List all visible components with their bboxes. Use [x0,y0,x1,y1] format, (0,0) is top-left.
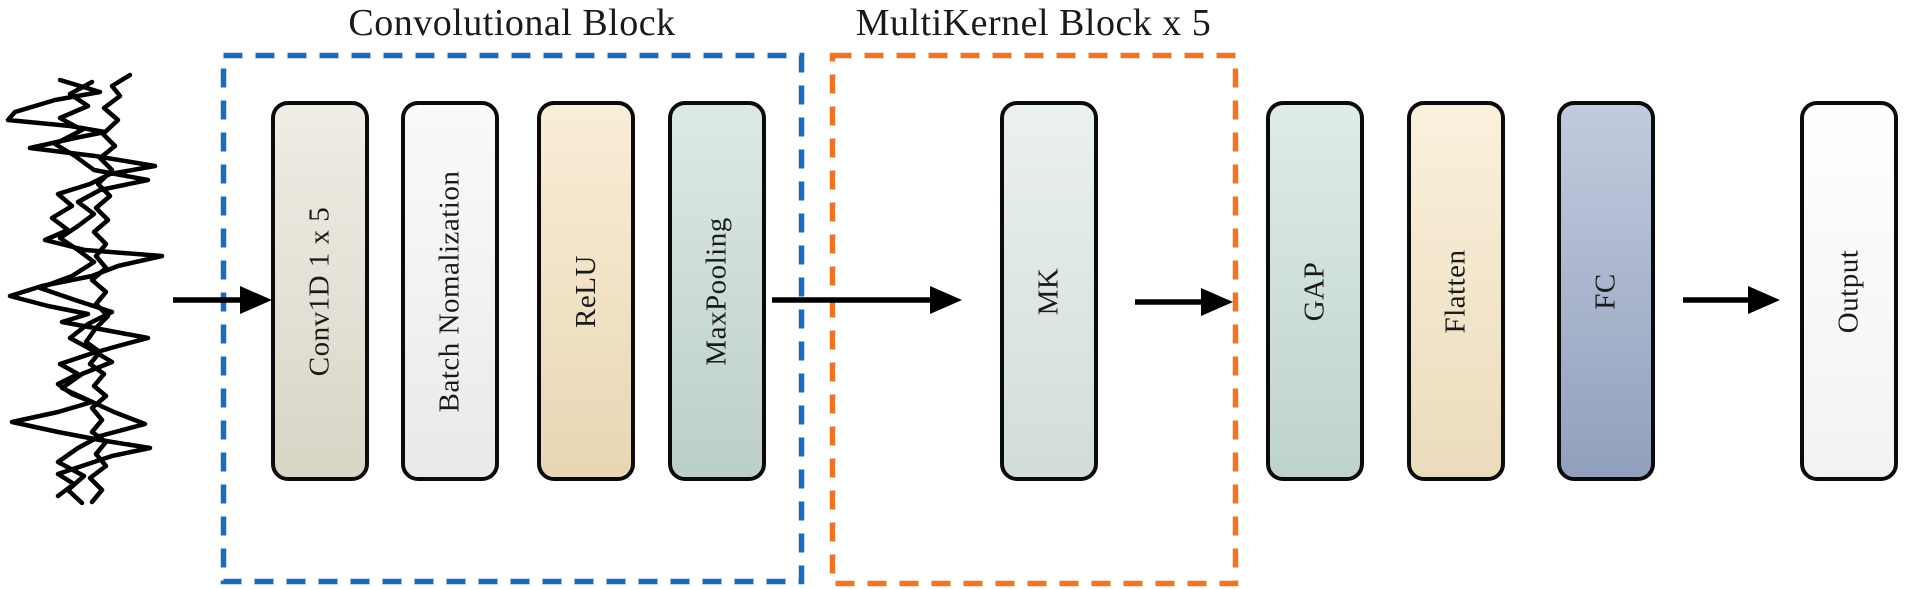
arrow-head [930,286,962,314]
signal-trace [5,77,165,499]
signal-trace [37,79,151,506]
signal-trace [83,72,133,505]
block-label: Output [1832,249,1865,333]
block-label: FC [1589,272,1622,310]
block-conv1d: Conv1D 1 x 5 [271,101,369,481]
arrow-right-icon [173,286,272,314]
block-batch-normalization: Batch Nomalization [401,101,499,481]
block-mk: MK [1000,101,1098,481]
convolutional-block-outline [220,52,805,585]
block-relu: ReLU [537,101,635,481]
block-label: Conv1D 1 x 5 [303,206,336,376]
block-output: Output [1800,101,1898,481]
convolutional-block-title: Convolutional Block [348,2,676,44]
arrow-right-icon [1135,288,1233,316]
block-gap: GAP [1266,101,1364,481]
arrow-head [240,286,272,314]
multikernel-block-title: MultiKernel Block x 5 [855,2,1212,44]
block-fc: FC [1557,101,1655,481]
block-flatten: Flatten [1407,101,1505,481]
block-maxpooling: MaxPooling [668,101,766,481]
multikernel-block-outline [829,52,1239,587]
input-signal-waveform [5,72,165,506]
block-label: Batch Nomalization [433,170,466,412]
block-label: Flatten [1439,248,1472,334]
arrow-right-icon [1683,286,1780,314]
block-label: ReLU [569,254,602,328]
block-label: MK [1032,267,1065,315]
arrow-head [1748,286,1780,314]
block-label: GAP [1298,261,1331,321]
arrow-right-icon [772,286,962,314]
arrow-head [1201,288,1233,316]
block-label: MaxPooling [700,216,733,366]
